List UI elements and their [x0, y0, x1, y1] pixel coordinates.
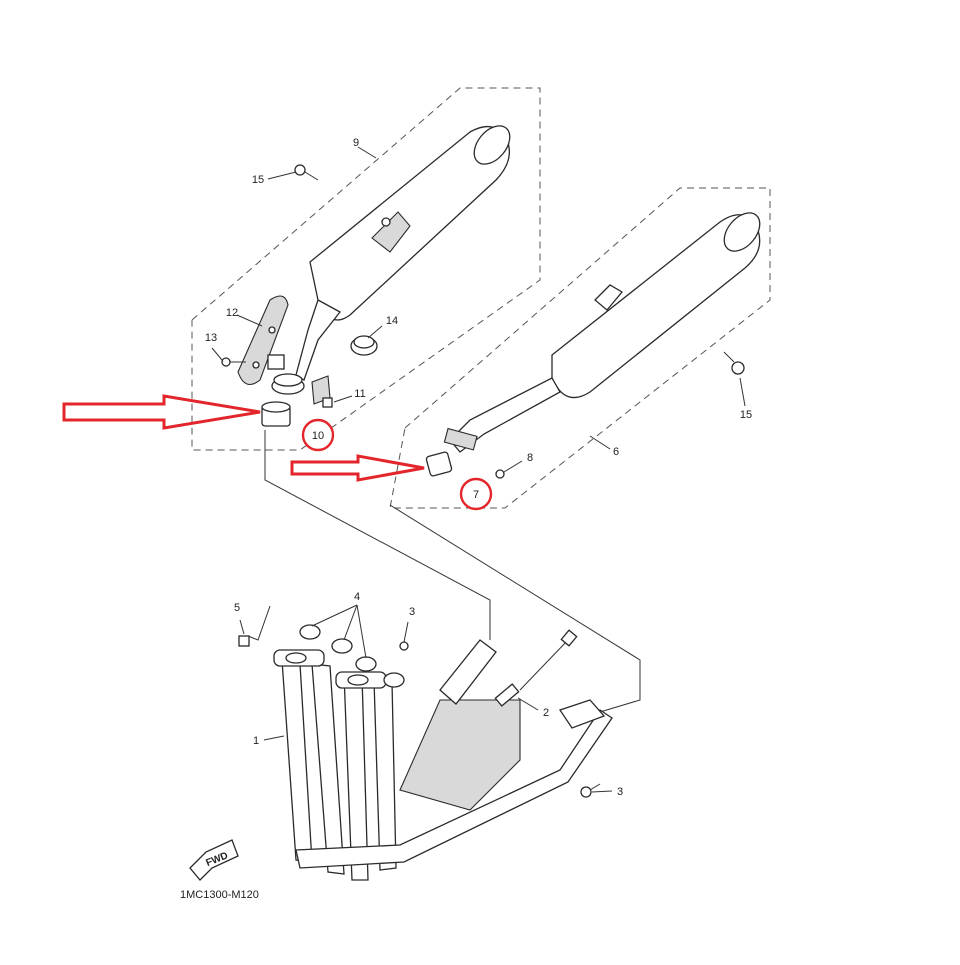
- callout-3-upper: 3: [409, 606, 415, 618]
- callout-15-upper: 15: [252, 174, 264, 186]
- nut-5: [238, 635, 250, 647]
- callout-leaders: [211, 146, 746, 793]
- gasket-10: [261, 401, 291, 427]
- highlight-circle-10: 10: [301, 418, 335, 452]
- assembly-leader-lines: [247, 430, 641, 713]
- callout-5: 5: [234, 602, 240, 614]
- bolt-3-upper: [399, 641, 409, 651]
- callout-13: 13: [205, 332, 217, 344]
- lower-muffler-boundary: [389, 187, 771, 509]
- forward-direction-marker: FWD: [189, 839, 239, 881]
- callout-9: 9: [353, 137, 359, 149]
- heat-shield-plate-12: [237, 295, 289, 386]
- nut-11: [322, 397, 333, 408]
- callout-14: 14: [386, 315, 398, 327]
- callout-7: 7: [473, 489, 479, 501]
- bolt-3-lower: [580, 783, 601, 798]
- bolt-13: [221, 357, 246, 367]
- clamp-band-14: [350, 335, 378, 356]
- header-flanges: [273, 649, 387, 689]
- callout-15-lower: 15: [740, 409, 752, 421]
- highlight-circle-7: 7: [459, 477, 493, 511]
- callout-10: 10: [312, 430, 324, 442]
- exhaust-header-pipes: [281, 639, 613, 881]
- lower-muffler: [443, 212, 761, 453]
- callout-3-lower: 3: [617, 786, 623, 798]
- callout-1: 1: [253, 735, 259, 747]
- header-gaskets-4: [299, 624, 405, 688]
- upper-muffler-boundary: [191, 87, 541, 451]
- o2-sensor-2: [494, 629, 578, 707]
- drawing-code: 1MC1300-M120: [180, 889, 259, 901]
- highlight-arrow-lower: [290, 454, 425, 482]
- gasket-7: [425, 451, 453, 477]
- callout-4: 4: [354, 591, 360, 603]
- callout-12: 12: [226, 307, 238, 319]
- callout-11: 11: [354, 388, 365, 400]
- callout-2: 2: [543, 707, 549, 719]
- upper-pipe-clamp: [267, 354, 331, 405]
- highlight-arrow-upper: [62, 394, 261, 430]
- callout-labels: 9 15 12 13 14 11 8 6 15 5 4 3 1 2 3: [205, 137, 752, 798]
- upper-muffler: [295, 125, 511, 381]
- bolt-15-lower: [723, 351, 745, 375]
- bolt-8: [495, 469, 505, 479]
- callout-6: 6: [613, 446, 619, 458]
- callout-8: 8: [527, 452, 533, 464]
- bolt-15-upper: [294, 164, 319, 181]
